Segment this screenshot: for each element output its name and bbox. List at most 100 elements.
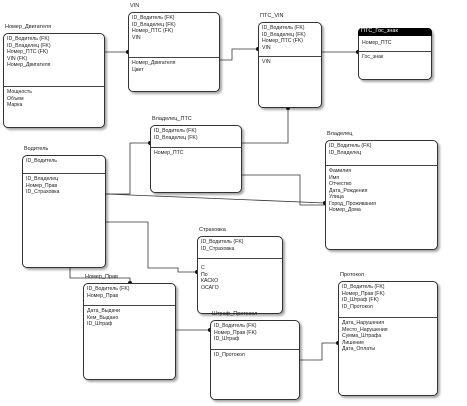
link-vin-ptsvin <box>220 48 258 61</box>
attr-field: Сумма_Штрафа <box>342 333 382 339</box>
attr-field: Номер_ПТС <box>154 150 184 156</box>
entity-box: ID_Водитель (FK) ID_Владелец (FK) Номер_… <box>150 125 242 193</box>
key-field: ID_Водитель (FK) <box>154 128 197 134</box>
attr-field: Номер_Прав <box>26 182 58 189</box>
entity-vladelets[interactable]: Владелец ID_Водитель (FK) ID_Владелец Фа… <box>325 131 438 250</box>
link-voditel-nomerprav <box>69 268 131 283</box>
attr-field: Номер_Дома <box>329 207 361 213</box>
link-vladpts-ptsvin <box>242 108 289 144</box>
entity-title: ПТС_Гос_знак <box>358 28 432 36</box>
attr-field: Город_Проживания <box>329 200 376 207</box>
key-field: ID_Водитель (FK) <box>201 239 244 245</box>
attr-field: С <box>201 265 205 271</box>
entity-box: ID_Водитель (FK) ID_Страховка С По КАСКО… <box>197 236 283 314</box>
entity-box: Номер_ПТС Гос_знак <box>358 28 432 80</box>
attr-field: Отчество <box>329 181 352 187</box>
entity-title: Водитель <box>24 146 49 152</box>
key-section: Номер_ПТС <box>359 38 431 52</box>
entity-box: ID_Водитель (FK) ID_Владелец (FK) Номер_… <box>258 22 322 108</box>
entity-box: ID_Водитель ID_Владелец Номер_Прав ID_Ст… <box>22 155 106 268</box>
entity-protokol[interactable]: Протокол ID_Водитель (FK) Номер_Прав (FK… <box>338 272 438 396</box>
attr-section: Дата_Нарушения Место_Нарушения Сумма_Штр… <box>339 318 437 355</box>
attr-field: Кем_Выдано <box>87 314 119 321</box>
key-section: ID_Водитель (FK) Номер_Прав (FK) ID_Штра… <box>339 282 437 318</box>
link-voditel-vladelets <box>105 193 326 204</box>
entity-pts-vin[interactable]: ПТС_VIN ID_Водитель (FK) ID_Владелец (FK… <box>258 13 322 108</box>
entity-title: Страховка <box>199 227 226 233</box>
entity-vin[interactable]: VIN ID_Водитель (FK) ID_Владелец (FK) Но… <box>128 3 220 92</box>
key-field: Номер_ПТС (FK) <box>262 38 304 44</box>
entity-box: ID_Водитель (FK) Номер_Прав (FK) ID_Штра… <box>338 281 438 396</box>
attr-field: Цвет <box>132 66 144 73</box>
attr-section: ID_Протокол <box>211 350 299 361</box>
entity-strakhovka[interactable]: Страховка ID_Водитель (FK) ID_Страховка … <box>197 227 283 314</box>
attr-section: Дата_Выдачи Кем_Выдано ID_Штраф <box>84 306 175 330</box>
attr-section: Гос_знак <box>359 52 431 63</box>
key-field: ID_Владелец <box>329 149 362 156</box>
entity-title: Номер_Двигателя <box>5 24 52 30</box>
key-field: ID_Водитель (FK) <box>214 323 257 329</box>
attr-field: Гос_знак <box>362 54 384 60</box>
attr-field: Номер_Двигателя <box>132 60 176 66</box>
attr-field: ID_Штраф <box>87 321 113 327</box>
entity-box: ID_Водитель (FK) Номер_Прав (FK) ID_Штра… <box>210 320 300 400</box>
key-section: ID_Водитель (FK) ID_Владелец (FK) Номер_… <box>259 23 321 57</box>
entity-title: ПТС_VIN <box>260 13 284 19</box>
key-field: ID_Владелец (FK) <box>132 21 176 28</box>
entity-box: ID_Водитель (FK) ID_Владелец (FK) Номер_… <box>3 33 105 128</box>
key-field: ID_Водитель (FK) <box>342 284 385 290</box>
key-field: ID_Страховка <box>201 245 235 252</box>
key-field: Номер_ПТС (FK) <box>132 28 174 34</box>
attr-section: Мощность Объем Марка <box>4 87 104 111</box>
key-field: ID_Владелец (FK) <box>7 42 51 49</box>
attr-section: VIN <box>259 57 321 68</box>
attr-section: Номер_Двигателя Цвет <box>129 58 219 75</box>
key-field: ID_Водитель (FK) <box>7 36 50 42</box>
link-voditel-strakhovka <box>106 221 197 273</box>
key-field: VIN <box>262 44 271 51</box>
key-field: ID_Водитель (FK) <box>132 15 175 21</box>
attr-field: ID_Владелец <box>26 176 59 182</box>
attr-field: Марка <box>7 102 23 108</box>
key-section: ID_Водитель (FK) ID_Страховка <box>198 237 282 259</box>
key-field: ID_Водитель (FK) <box>262 25 305 31</box>
attr-field: Фамилия <box>329 168 352 174</box>
link-shtraf-protokol <box>300 342 338 361</box>
key-field: ID_Владелец (FK) <box>154 134 198 141</box>
entity-shtraf-protokol[interactable]: Штраф_Протокол ID_Водитель (FK) Номер_Пр… <box>210 311 300 400</box>
entity-box: ID_Водитель (FK) ID_Владелец (FK) Номер_… <box>128 12 220 92</box>
attr-field: Место_Нарушения <box>342 326 388 333</box>
attr-field: Дата_Выдачи <box>87 308 120 314</box>
key-section: ID_Водитель (FK) Номер_Прав (FK) ID_Штра… <box>211 321 299 350</box>
key-field: ID_Протокол <box>342 303 373 310</box>
attr-section: Номер_ПТС <box>151 148 241 159</box>
attr-field: Дата_Оплаты <box>342 346 376 352</box>
attr-field: Лишение <box>342 339 364 346</box>
key-field: ID_Водитель (FK) <box>87 286 130 292</box>
key-section: ID_Водитель (FK) ID_Владелец <box>326 141 437 166</box>
entity-nomer-dvigatelya[interactable]: Номер_Двигателя ID_Водитель (FK) ID_Влад… <box>3 24 105 128</box>
entity-vladelets-pts[interactable]: Владелец_ПТС ID_Водитель (FK) ID_Владеле… <box>150 116 242 193</box>
entity-title: Номер_Прав <box>85 274 118 280</box>
entity-title: Владелец_ПТС <box>152 116 192 122</box>
attr-field: Имя <box>329 174 340 181</box>
key-section: ID_Водитель <box>23 156 105 174</box>
attr-section: С По КАСКО ОСАГО <box>198 259 282 293</box>
key-field: Номер_Двигателя <box>7 62 51 68</box>
attr-field: Объем <box>7 95 24 102</box>
key-field: Номер_ПТС <box>362 40 392 46</box>
link-vladpts-vladelets <box>242 174 325 206</box>
attr-field: ID_Протокол <box>214 352 245 358</box>
key-section: ID_Водитель (FK) ID_Владелец (FK) Номер_… <box>129 13 219 58</box>
key-field: ID_Штраф (FK) <box>342 297 379 303</box>
attr-field: По <box>201 271 208 278</box>
entity-title: Протокол <box>340 272 365 278</box>
key-field: Номер_ПТС (FK) <box>7 49 49 55</box>
entity-pts-gos-znak[interactable]: ПТС_Гос_знак Номер_ПТС Гос_знак <box>358 28 432 80</box>
entity-voditel[interactable]: Водитель ID_Водитель ID_Владелец Номер_П… <box>22 146 106 268</box>
entity-nomer-prav[interactable]: Номер_Прав ID_Водитель (FK) Номер_Прав Д… <box>83 274 176 380</box>
attr-field: ID_Страховка <box>26 189 60 195</box>
key-field: ID_Водитель <box>26 158 57 164</box>
attr-field: Улица <box>329 194 344 200</box>
